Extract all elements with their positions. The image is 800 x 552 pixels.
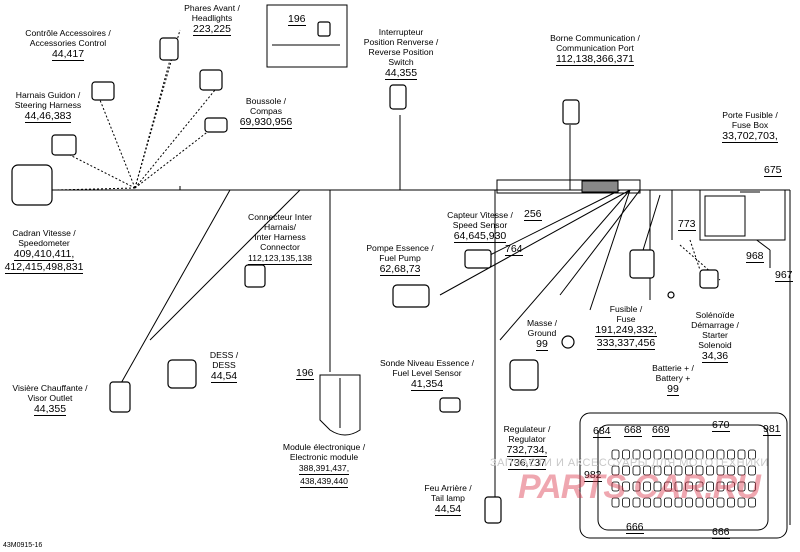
label-communication-port: Borne Communication /Communication Port … bbox=[550, 33, 640, 66]
ecu-pin bbox=[695, 497, 704, 508]
ecu-pin bbox=[674, 449, 683, 460]
ecu-pin bbox=[653, 481, 662, 492]
label-speedometer: Cadran Vitesse /Speedometer 409,410,411,… bbox=[4, 228, 84, 274]
label-visor-outlet: Visière Chauffante /Visor Outlet 44,355 bbox=[12, 383, 88, 416]
ecu-pin bbox=[664, 465, 672, 476]
callout-670: 670 bbox=[712, 419, 730, 432]
label-ground: Masse /Ground 99 bbox=[526, 318, 558, 351]
callout-773: 773 bbox=[678, 218, 696, 231]
label-fuel-level-sensor: Sonde Niveau Essence /Fuel Level Sensor … bbox=[379, 358, 475, 391]
callout-668: 668 bbox=[624, 424, 642, 437]
ecu-pin bbox=[727, 449, 735, 460]
ecu-pin bbox=[664, 481, 672, 492]
label-fuse-box: Porte Fusible /Fuse Box 33,702,703, bbox=[722, 110, 778, 143]
ecu-pin bbox=[706, 449, 714, 460]
ecu-pin bbox=[737, 465, 746, 476]
ecu-pin bbox=[643, 449, 651, 460]
ecu-pin bbox=[727, 465, 735, 476]
callout-inset-196: 196 bbox=[288, 13, 306, 26]
ecu-pin bbox=[611, 481, 620, 492]
ecu-pin bbox=[685, 481, 693, 492]
ecu-pin bbox=[622, 497, 630, 508]
ecu-pin bbox=[706, 481, 714, 492]
ecu-pin bbox=[748, 481, 756, 492]
ecu-pin bbox=[674, 465, 683, 476]
diagram-code: 43M0915-16 bbox=[3, 542, 43, 549]
label-electronic-module: Module électronique /Electronic module 3… bbox=[282, 442, 366, 488]
ecu-pin bbox=[748, 449, 756, 460]
ecu-pin bbox=[685, 497, 693, 508]
ecu-pin bbox=[632, 449, 641, 460]
callout-196: 196 bbox=[296, 367, 314, 380]
ecu-pin bbox=[716, 465, 725, 476]
ecu-pin bbox=[643, 465, 651, 476]
ecu-pin bbox=[611, 497, 620, 508]
callout-967: 967 bbox=[775, 269, 793, 282]
ecu-pin bbox=[706, 465, 714, 476]
callout-666-left: 666 bbox=[626, 521, 644, 534]
ecu-pin bbox=[632, 497, 641, 508]
label-tail-lamp: Feu Arrière /Tail lamp 44,54 bbox=[424, 483, 472, 516]
ecu-pin bbox=[716, 481, 725, 492]
callout-675: 675 bbox=[764, 164, 782, 177]
ecu-pin bbox=[622, 481, 630, 492]
ecu-pin bbox=[632, 481, 641, 492]
label-fuse: Fusible /Fuse 191,249,332, 333,337,456 bbox=[595, 304, 657, 350]
label-accessories-control: Contrôle Accessoires /Accessories Contro… bbox=[25, 28, 111, 61]
callout-982: 982 bbox=[584, 469, 602, 482]
label-regulator: Regulateur /Regulator 732,734, 736,737 bbox=[503, 424, 551, 470]
ecu-pin bbox=[622, 465, 630, 476]
label-fuel-pump: Pompe Essence /Fuel Pump 62,68,73 bbox=[366, 243, 434, 276]
callout-256: 256 bbox=[524, 208, 542, 221]
ecu-pin bbox=[695, 449, 704, 460]
callout-981: 981 bbox=[763, 423, 781, 436]
ecu-pin bbox=[643, 481, 651, 492]
watermark-brand: PARTS CAR.RU bbox=[518, 468, 761, 506]
ecu-pin bbox=[685, 449, 693, 460]
ecu-pin bbox=[653, 497, 662, 508]
ecu-pin bbox=[727, 497, 735, 508]
ecu-pin bbox=[611, 449, 620, 460]
ecu-pin bbox=[737, 497, 746, 508]
label-compass: Boussole /Compas 69,930,956 bbox=[239, 96, 293, 129]
ecu-pin bbox=[737, 481, 746, 492]
ecu-pin bbox=[727, 481, 735, 492]
ecu-pin bbox=[737, 449, 746, 460]
ecu-pin bbox=[653, 449, 662, 460]
ecu-pin bbox=[748, 497, 756, 508]
label-dess: DESS /DESS 44,54 bbox=[209, 350, 239, 383]
callout-669: 669 bbox=[652, 424, 670, 437]
label-headlights: Phares Avant /Headlights 223,225 bbox=[184, 3, 240, 36]
ecu-pin bbox=[716, 449, 725, 460]
ecu-pin bbox=[643, 497, 651, 508]
callout-764: 764 bbox=[505, 243, 523, 256]
ecu-pin bbox=[611, 465, 620, 476]
ecu-pin bbox=[695, 481, 704, 492]
ecu-pin bbox=[748, 465, 756, 476]
label-speed-sensor: Capteur Vitesse /Speed Sensor 64,645,930 bbox=[447, 210, 513, 243]
ecu-pin bbox=[664, 497, 672, 508]
label-battery: Batterie + /Battery + 99 bbox=[652, 363, 694, 396]
ecu-pin bbox=[664, 449, 672, 460]
ecu-pin bbox=[716, 497, 725, 508]
ecu-pin bbox=[685, 465, 693, 476]
ecu-pin bbox=[674, 497, 683, 508]
ecu-pin bbox=[695, 465, 704, 476]
ecu-pin bbox=[706, 497, 714, 508]
callout-968: 968 bbox=[746, 250, 764, 263]
ecu-pin bbox=[632, 465, 641, 476]
label-steering-harness: Harnais Guidon /Steering Harness 44,46,3… bbox=[14, 90, 82, 123]
ecu-pin bbox=[674, 481, 683, 492]
callout-684: 684 bbox=[593, 425, 611, 438]
watermark-text: ЗАПЧАСТИ И АКСЕССУАРЫ ДЛЯ МОТОТЕХНИКИ bbox=[490, 457, 769, 469]
callout-666-right: 666 bbox=[712, 526, 730, 539]
ecu-pin bbox=[622, 449, 630, 460]
ecu-pin bbox=[653, 465, 662, 476]
